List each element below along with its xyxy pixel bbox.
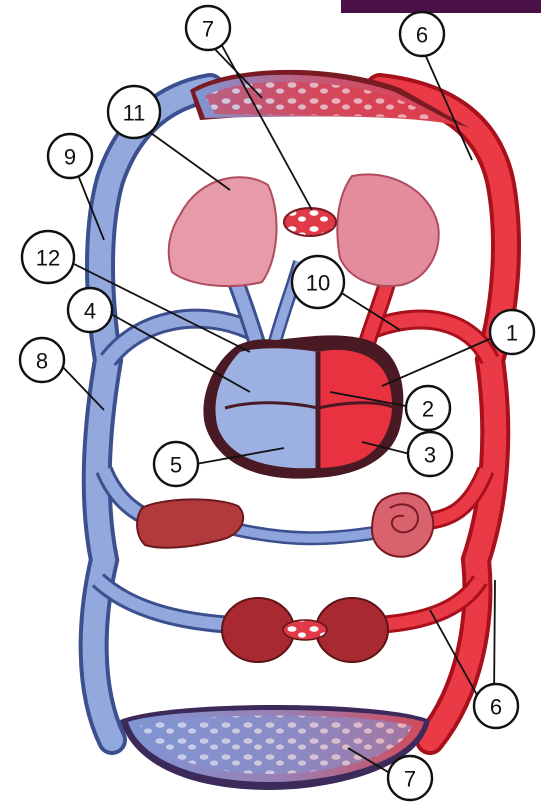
svg-text:8: 8 xyxy=(36,349,48,374)
callout-10: 10 xyxy=(292,256,344,308)
capillary-network-lower xyxy=(120,705,430,790)
callout-4: 4 xyxy=(68,288,112,332)
svg-text:2: 2 xyxy=(422,397,434,422)
callout-6-bottom: 6 xyxy=(474,684,518,728)
callout-2: 2 xyxy=(406,386,450,430)
svg-text:4: 4 xyxy=(84,299,96,324)
callout-3: 3 xyxy=(408,432,452,476)
corner-block xyxy=(341,0,541,13)
callout-6-top: 6 xyxy=(400,12,444,56)
callout-1: 1 xyxy=(490,310,534,354)
callout-7-bottom: 7 xyxy=(388,756,432,800)
svg-text:6: 6 xyxy=(416,23,428,48)
svg-text:1: 1 xyxy=(506,321,518,346)
callout-12: 12 xyxy=(22,231,74,283)
svg-text:7: 7 xyxy=(404,767,416,792)
callout-7-top: 7 xyxy=(186,6,230,50)
callout-5: 5 xyxy=(154,442,198,486)
venous-trunk-left xyxy=(94,88,210,740)
svg-text:12: 12 xyxy=(36,246,60,271)
intestine-organ-icon xyxy=(372,493,433,557)
svg-text:10: 10 xyxy=(306,271,330,296)
svg-text:7: 7 xyxy=(202,17,214,42)
callout-8: 8 xyxy=(20,338,64,382)
svg-text:9: 9 xyxy=(64,145,76,170)
svg-text:6: 6 xyxy=(490,695,502,720)
kidneys-organ-icon xyxy=(222,598,388,662)
callout-11: 11 xyxy=(108,86,160,138)
svg-text:3: 3 xyxy=(424,443,436,468)
liver-organ-icon xyxy=(137,499,243,547)
svg-text:5: 5 xyxy=(170,453,182,478)
callout-9: 9 xyxy=(48,134,92,178)
svg-text:11: 11 xyxy=(123,101,146,126)
